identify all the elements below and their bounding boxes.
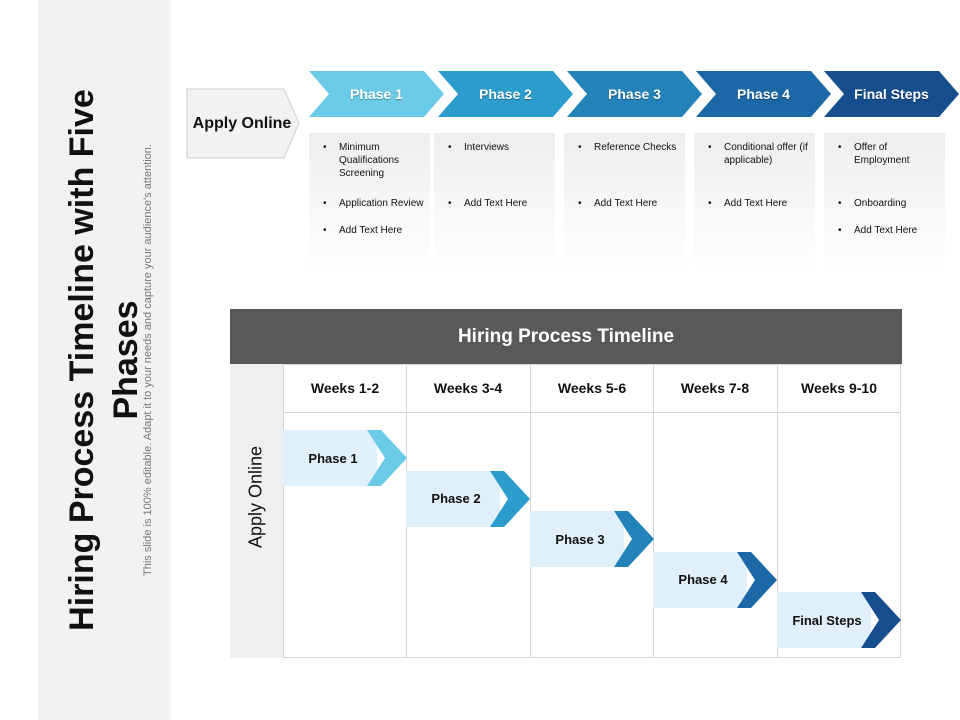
phase-card-4: Conditional offer (if applicable) Add Tex… (694, 133, 815, 273)
timeline-week-header: Weeks 5-6 (557, 380, 627, 396)
phase-item: Interviews (448, 141, 555, 154)
chevron-shape (567, 71, 702, 117)
phase-header-2: Phase 2 (438, 71, 575, 117)
phase-item-list: Minimum Qualifications ScreeningApplicat… (309, 133, 430, 237)
timeline-title: Hiring Process Timeline (230, 309, 902, 364)
phase-item: Add Text Here (578, 197, 685, 210)
timeline-arrow-icon (367, 430, 407, 486)
phase-item: Application Review (323, 197, 430, 210)
timeline-bar-1: Phase 1 (283, 430, 407, 486)
phase-header-label: Final Steps (854, 86, 929, 102)
timeline-bar-label: Phase 4 (678, 572, 728, 587)
phase-item-list: Offer of EmploymentOnboardingAdd Text He… (824, 133, 945, 237)
slide-title: Hiring Process Timeline with Five Phases (63, 89, 145, 631)
phase-header-label: Phase 2 (479, 86, 532, 102)
phase-item: Offer of Employment (838, 141, 945, 167)
timeline-bar-fill (406, 470, 500, 527)
timeline-bar-fill (777, 592, 871, 648)
timeline-arrow-icon (737, 551, 777, 608)
phase-card-2: InterviewsAdd Text Here (434, 133, 555, 273)
timeline-arrow-icon (614, 511, 654, 567)
chevron-shape (309, 71, 444, 117)
timeline-bar-3: Phase 3 (530, 511, 654, 567)
timeline-row-header (230, 364, 284, 658)
phase-item: Add Text Here (448, 197, 555, 210)
timeline-bar-fill (653, 551, 747, 608)
phase-item: Minimum Qualifications Screening (323, 141, 430, 180)
phase-header-label: Phase 1 (350, 86, 403, 102)
phase-item: Add Text Here (323, 224, 430, 237)
phase-item-list: Conditional offer (if applicable) Add Tex… (694, 133, 815, 210)
chevron-shape (438, 71, 573, 117)
timeline-bar-fill (283, 430, 377, 486)
timeline-bar-fill (530, 511, 624, 567)
chevron-shape (824, 71, 959, 117)
phase-header-4: Phase 4 (696, 71, 833, 117)
phase-item-list: Reference ChecksAdd Text Here (564, 133, 685, 210)
apply-online-start: Apply Online (186, 88, 300, 159)
phase-header-3: Phase 3 (567, 71, 704, 117)
phase-item-list: InterviewsAdd Text Here (434, 133, 555, 210)
timeline-bar-4: Phase 4 (653, 551, 777, 608)
phase-header-label: Phase 4 (737, 86, 790, 102)
timeline-week-header: Weeks 7-8 (680, 380, 750, 396)
timeline-row-label: Apply Online (245, 445, 266, 549)
phase-item: Add Text Here (708, 197, 815, 210)
timeline-column-divider (777, 364, 778, 658)
timeline-header-divider (283, 412, 901, 413)
phase-card-1: Minimum Qualifications ScreeningApplicat… (309, 133, 430, 273)
timeline-bar-label: Phase 3 (555, 531, 605, 547)
timeline-bar-2: Phase 2 (406, 470, 530, 527)
timeline-arrow-icon (490, 470, 530, 527)
phase-item: Reference Checks (578, 141, 685, 154)
phase-card-5: Offer of EmploymentOnboardingAdd Text He… (824, 133, 945, 273)
timeline-arrow-icon (861, 592, 901, 648)
timeline-column-divider (653, 364, 654, 658)
phase-header-5: Final Steps (824, 71, 960, 117)
timeline-bar-5: Final Steps (777, 592, 901, 648)
timeline-bar-label: Phase 1 (308, 450, 358, 466)
phase-header-label: Phase 3 (608, 86, 661, 102)
timeline-bar-label: Phase 2 (431, 491, 481, 506)
apply-online-shape (186, 88, 300, 159)
slide-subtitle: This slide is 100% editable. Adapt it to… (142, 144, 154, 576)
phase-item: Onboarding (838, 197, 945, 210)
apply-online-label: Apply Online (192, 114, 292, 132)
phase-item: Add Text Here (838, 224, 945, 237)
timeline-week-header: Weeks 9-10 (800, 380, 877, 396)
timeline-week-header: Weeks 3-4 (433, 380, 503, 396)
side-panel (38, 0, 171, 720)
chevron-shape (696, 71, 831, 117)
timeline-grid (283, 364, 901, 658)
phase-header-1: Phase 1 (309, 71, 446, 117)
phase-item: Conditional offer (if applicable) (708, 141, 815, 167)
phase-card-3: Reference ChecksAdd Text Here (564, 133, 685, 273)
timeline-week-header: Weeks 1-2 (310, 380, 380, 396)
timeline-bar-label: Final Steps (792, 612, 862, 628)
